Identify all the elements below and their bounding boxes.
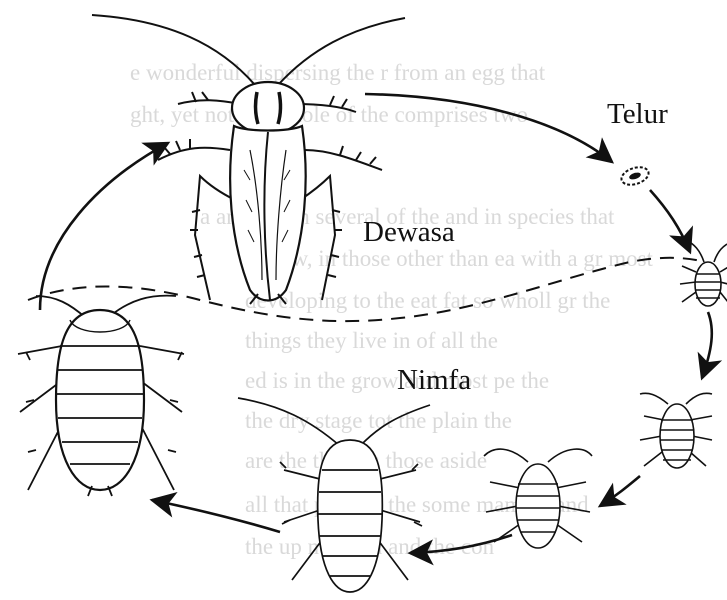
label-egg: Telur	[607, 98, 668, 131]
nymph-stage-dashed-boundary	[28, 258, 705, 321]
nymph-stage-2-illustration	[640, 393, 712, 468]
label-adult: Dewasa	[363, 216, 455, 249]
arrow-nymph5-to-adult	[40, 143, 168, 310]
arrow-nymph4-to-nymph5	[152, 500, 280, 532]
nymph-stage-3-illustration	[484, 449, 592, 548]
nymph-stage-4-illustration	[238, 398, 430, 592]
arrow-nymph3-to-nymph4	[410, 535, 512, 553]
label-nymph: Nimfa	[397, 364, 471, 397]
nymph-stage-5-illustration	[18, 296, 184, 496]
nymph-stage-1-illustration	[680, 240, 727, 306]
arrow-adult-to-egg	[365, 94, 612, 162]
arrow-nymph2-to-nymph3	[600, 476, 640, 506]
arrow-egg-to-nymph1	[650, 190, 690, 252]
arrow-nymph1-to-nymph2	[702, 312, 712, 378]
egg-capsule-illustration	[619, 164, 651, 188]
